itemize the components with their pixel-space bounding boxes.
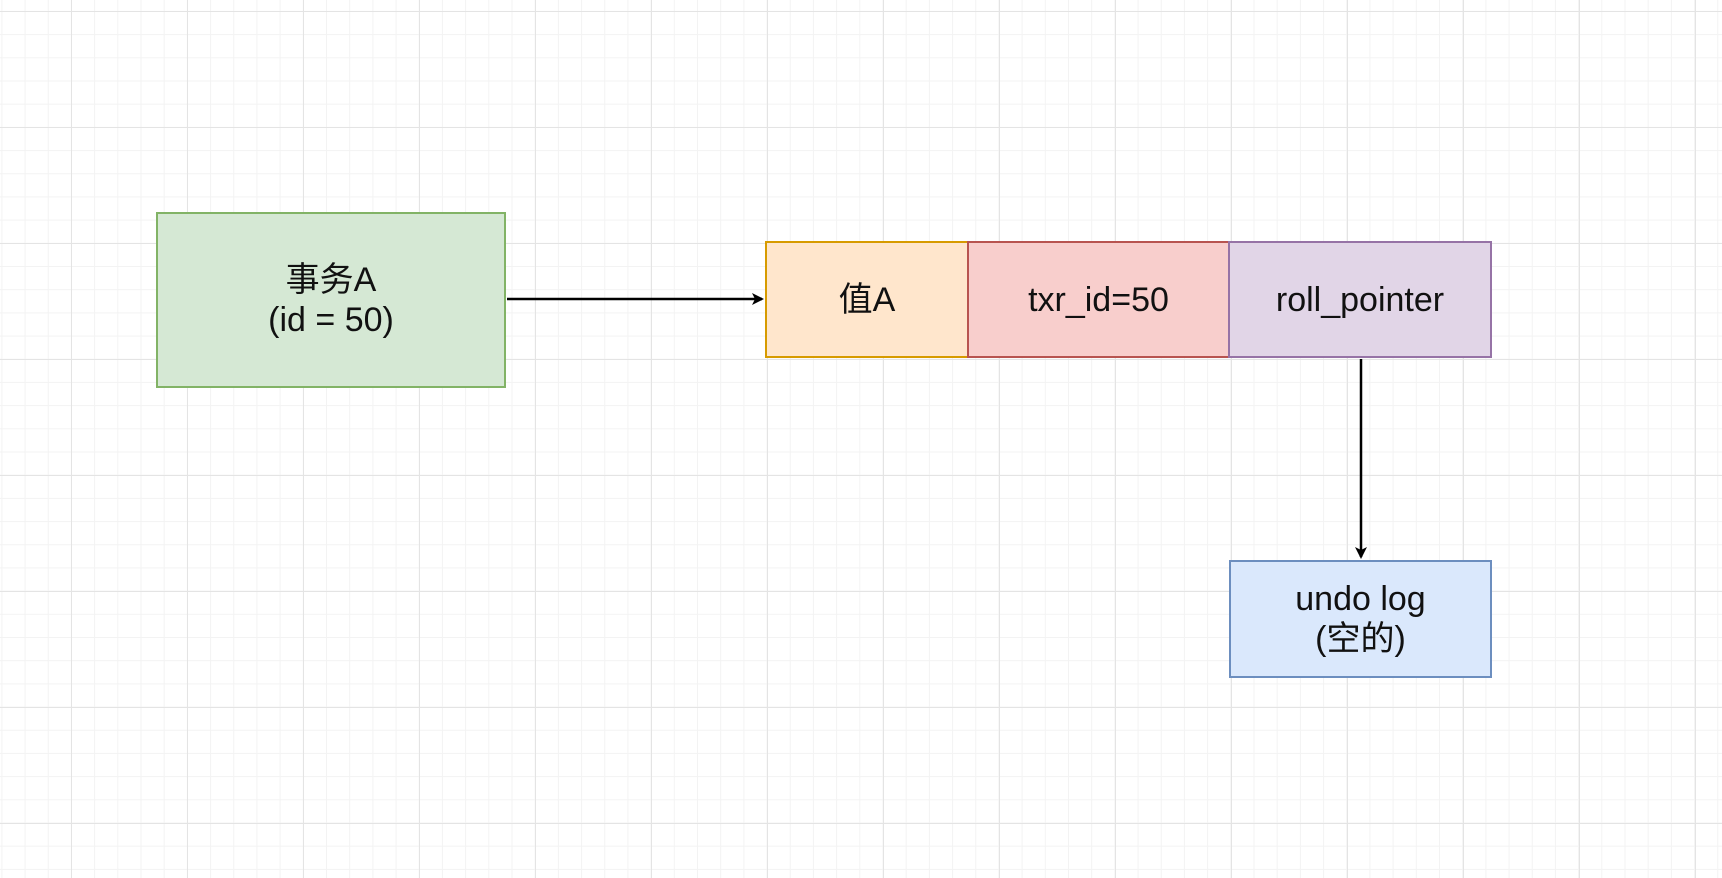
transaction-box[interactable]: 事务A (id = 50) [156,212,506,388]
transaction-id: (id = 50) [268,301,394,339]
undo-log-title: undo log [1295,580,1426,618]
undo-log-box[interactable]: undo log (空的) [1229,560,1492,678]
record-roll-pointer-cell[interactable]: roll_pointer [1228,241,1492,358]
record-value-cell[interactable]: 值A [765,241,969,358]
undo-log-status: (空的) [1315,620,1406,658]
record-value-label: 值A [838,280,896,319]
record-roll-pointer-label: roll_pointer [1275,280,1445,319]
record-txr-id-cell[interactable]: txr_id=50 [967,241,1230,358]
record-txr-id-label: txr_id=50 [1028,280,1169,319]
transaction-name: 事务A [285,261,377,299]
